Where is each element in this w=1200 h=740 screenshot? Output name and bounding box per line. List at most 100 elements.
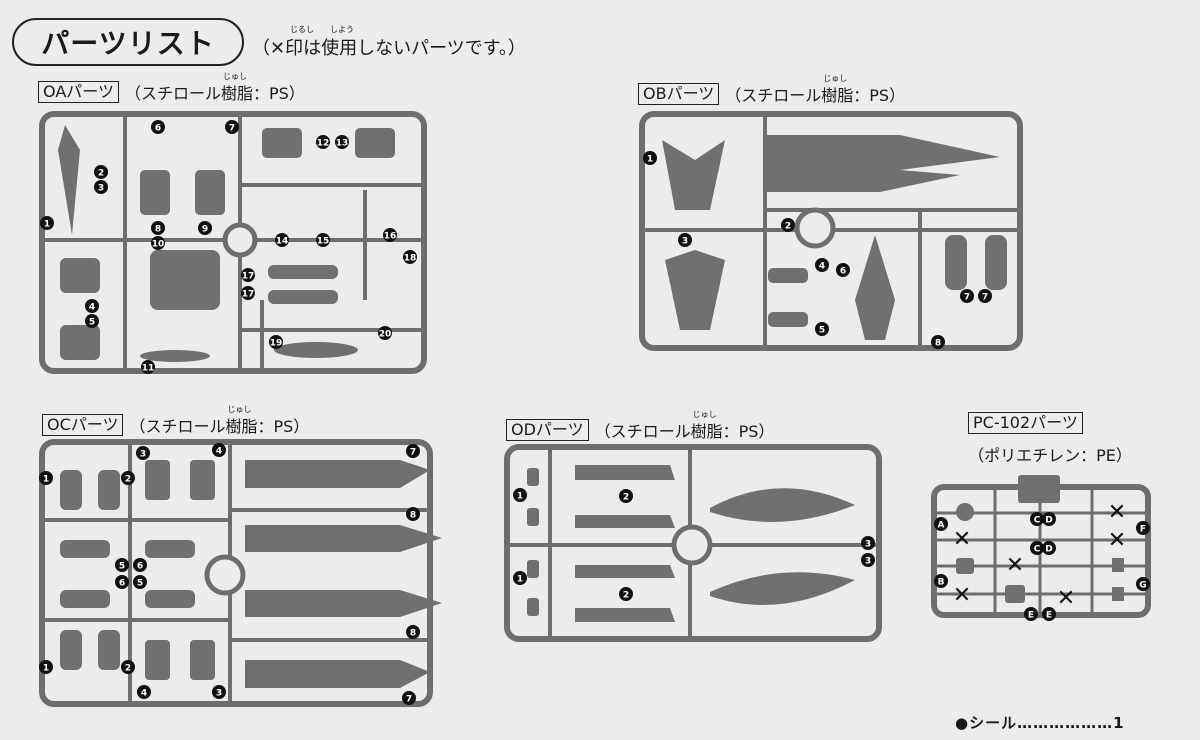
part-number: A <box>938 521 945 531</box>
part-number-marker: 4 <box>815 258 829 272</box>
part <box>98 630 120 670</box>
section-label-oa: OAパーツ じゅし（スチロール樹脂：PS） <box>38 72 305 104</box>
part-number-marker: 19 <box>269 335 283 349</box>
part-number-marker: 2 <box>94 165 108 179</box>
part-number: 7 <box>982 293 988 303</box>
section-material-wrap: じゅし（スチロール樹脂：PS） <box>124 72 305 104</box>
sprue-frame-oa <box>39 111 427 374</box>
note-ruby-jirushi: じるし <box>290 25 314 34</box>
part-number-marker: E <box>1042 607 1056 621</box>
part-number-marker: 1 <box>39 660 53 674</box>
part-number: 7 <box>229 124 235 134</box>
part-number-marker: 2 <box>619 587 633 601</box>
part-number-marker: 8 <box>151 221 165 235</box>
section-material-wrap: じゅし （スチロール樹脂：PS） <box>129 405 310 437</box>
part-number: 3 <box>98 184 104 194</box>
page-title: パーツリスト <box>12 18 244 66</box>
part-number-marker: 5 <box>85 314 99 328</box>
part-number-marker: 11 <box>141 360 155 374</box>
part-number-marker: C <box>1030 512 1044 526</box>
part-number-marker: 18 <box>403 250 417 264</box>
part-number-marker: 12 <box>316 135 330 149</box>
section-material-pc: （ポリエチレン：PE） <box>968 446 1132 465</box>
part-number-marker: 7 <box>225 120 239 134</box>
part-number: 16 <box>384 232 397 242</box>
part-number-marker: A <box>934 517 948 531</box>
parts <box>58 125 1124 688</box>
part-number-marker: 3 <box>94 180 108 194</box>
part <box>268 290 338 304</box>
part-number-marker: 17 <box>241 268 255 282</box>
material-ruby: じゅし <box>823 74 848 83</box>
part <box>145 640 170 680</box>
part <box>662 140 725 210</box>
part <box>1018 475 1060 503</box>
part-number-marker: 8 <box>406 625 420 639</box>
part-number: 6 <box>137 562 143 572</box>
unused-parts-note: （✕印は使用しないパーツです。） <box>252 38 526 59</box>
unused-x-icon: ✕ <box>1108 528 1126 553</box>
section-name: PC-102パーツ <box>968 412 1083 434</box>
part <box>575 515 675 528</box>
part <box>245 660 430 688</box>
part <box>665 250 725 330</box>
part-number-marker: D <box>1042 541 1056 555</box>
part-number: 2 <box>623 493 629 503</box>
unused-parts-note-wrap: じるし しよう （✕印は使用しないパーツです。） <box>252 25 526 60</box>
section-material: （スチロール樹脂：PS） <box>124 84 305 103</box>
part <box>855 235 895 340</box>
part-number: 4 <box>141 689 147 699</box>
part <box>985 235 1007 290</box>
section-material: （スチロール樹脂：PS） <box>129 417 310 436</box>
part-number: B <box>938 578 945 588</box>
part <box>245 590 442 617</box>
part <box>945 235 967 290</box>
part <box>245 460 430 488</box>
part-number-marker: 9 <box>198 221 212 235</box>
part-number: 13 <box>336 139 349 149</box>
part <box>140 170 170 215</box>
part <box>145 590 195 608</box>
part-number: 5 <box>119 562 125 572</box>
part-number: E <box>1028 611 1034 621</box>
section-material-wrap: じゅし （スチロール樹脂：PS） <box>725 74 906 106</box>
part-number: 8 <box>410 629 416 639</box>
section-material: （スチロール樹脂：PS） <box>594 422 775 441</box>
part-number: 2 <box>125 475 131 485</box>
part <box>1005 585 1025 603</box>
part-number-marker: E <box>1024 607 1038 621</box>
part-number-marker: 6 <box>133 558 147 572</box>
part-number-marker: 4 <box>137 685 151 699</box>
part-number-marker: 20 <box>378 326 392 340</box>
part-number: 8 <box>155 225 161 235</box>
part-number-marker: 2 <box>619 489 633 503</box>
part-number-marker: G <box>1136 577 1150 591</box>
part-number-marker: F <box>1136 521 1150 535</box>
part-number: 19 <box>270 339 283 349</box>
part <box>60 590 110 608</box>
section-material: （スチロール樹脂：PS） <box>725 86 906 105</box>
part-number: 10 <box>152 240 165 250</box>
part-number: E <box>1046 611 1052 621</box>
part <box>150 250 220 310</box>
section-label-pc: PC-102パーツ <box>968 412 1089 434</box>
part-number-marker: 14 <box>275 233 289 247</box>
part-number: 2 <box>785 222 791 232</box>
part-number-marker: 2 <box>121 471 135 485</box>
part-number: 5 <box>89 318 95 328</box>
part-number-marker: D <box>1042 512 1056 526</box>
part-number: 20 <box>379 330 392 340</box>
material-ruby: じゅし <box>227 405 252 414</box>
part-number: 17 <box>242 290 255 300</box>
part-number: 17 <box>242 272 255 282</box>
part-number-marker: 1 <box>513 488 527 502</box>
seal-count: ●シール………………1 <box>955 714 1125 732</box>
section-name: OAパーツ <box>38 81 119 103</box>
part-number-marker: 3 <box>861 553 875 567</box>
part-number-marker: 1 <box>643 151 657 165</box>
part-number: 1 <box>44 220 50 230</box>
part-number: 4 <box>89 303 95 313</box>
part <box>60 630 82 670</box>
part-number: 5 <box>819 326 825 336</box>
